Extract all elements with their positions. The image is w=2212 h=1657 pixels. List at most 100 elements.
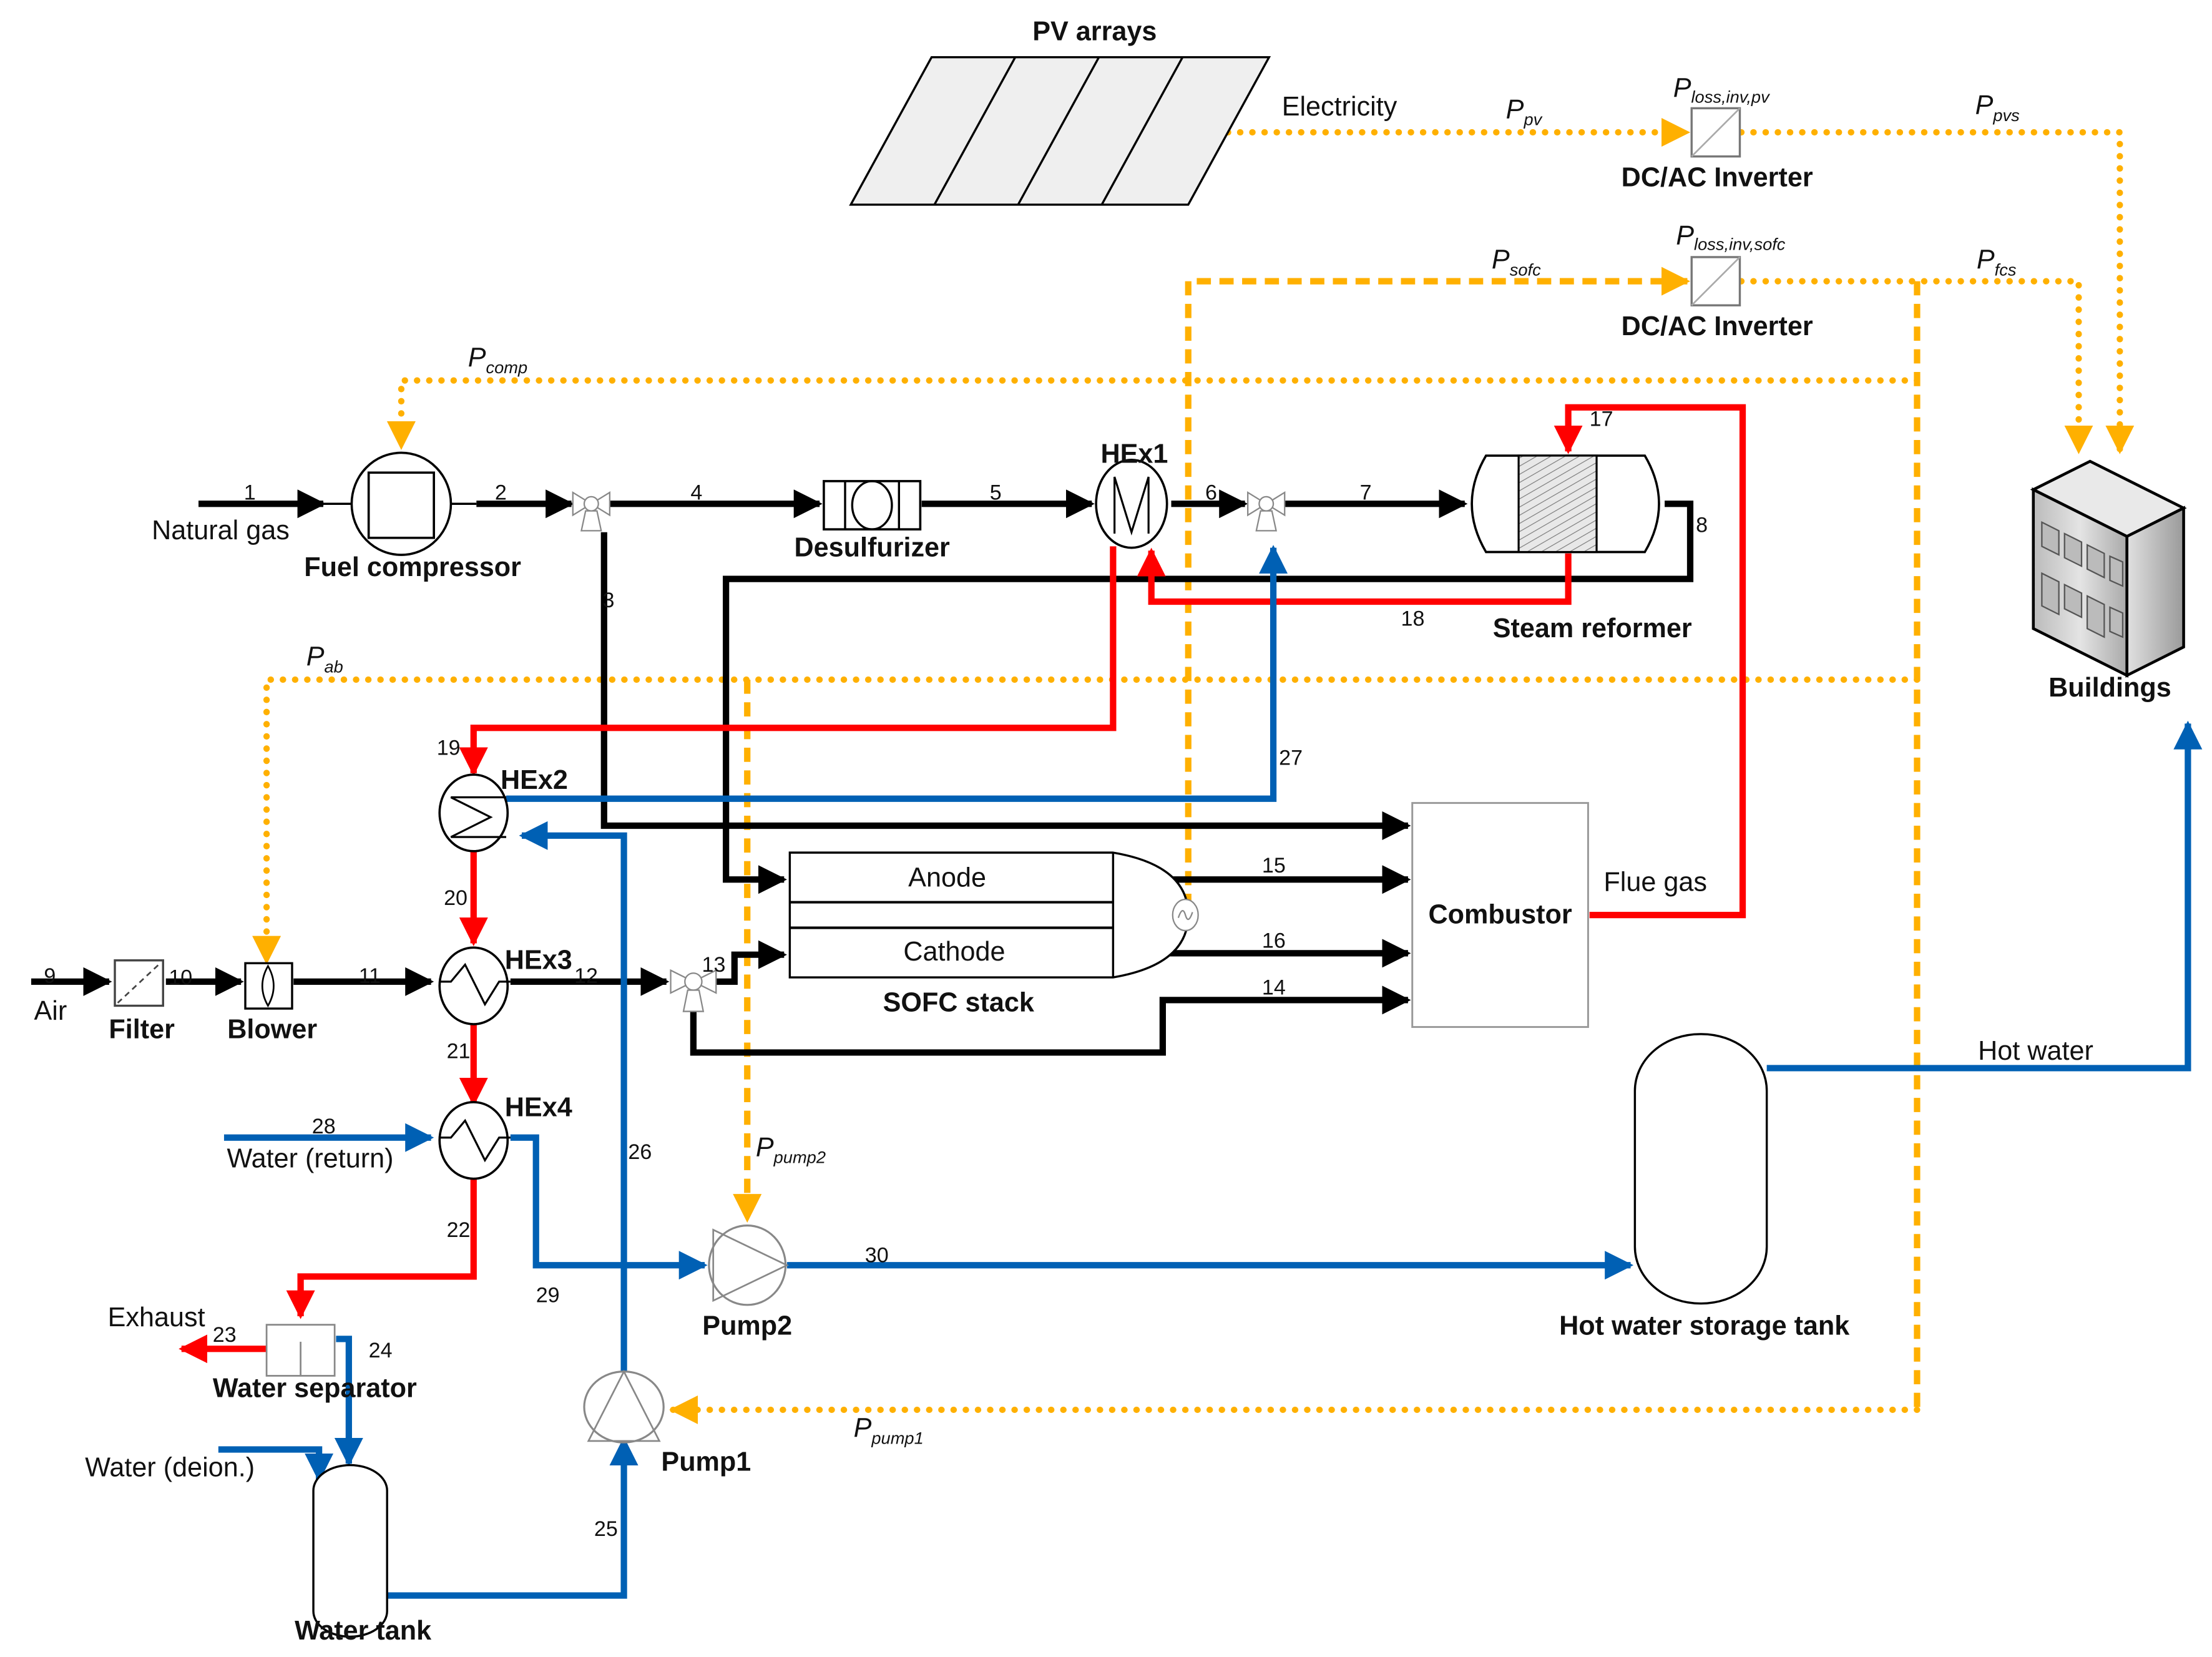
pump1-label: Pump1	[661, 1447, 751, 1477]
stream-25	[387, 1437, 639, 1599]
desulfurizer-bed	[851, 480, 893, 530]
pv-cell-divider	[933, 56, 1017, 205]
stream-numbers: 1 2 3 4 5 6 7 8 9 10 11 12 13 14 15 16 1…	[44, 407, 1708, 1541]
stream-number: 21	[447, 1040, 471, 1063]
water-tank[interactable]: Water tank	[295, 1464, 432, 1646]
pump2-body	[708, 1224, 787, 1306]
inverter-sofc-label: DC/AC Inverter	[1622, 311, 1813, 341]
hex3-label: HEx3	[505, 945, 572, 975]
stream-3	[600, 532, 1411, 840]
blower-label: Blower	[227, 1015, 317, 1045]
stream-number: 19	[437, 736, 461, 760]
stream-24	[334, 1336, 363, 1467]
water-tank-body	[312, 1464, 388, 1638]
blower[interactable]: Blower	[227, 962, 317, 1045]
p-pv-label: Ppv	[1506, 94, 1543, 129]
stream-number: 15	[1262, 854, 1286, 877]
mixer-valve[interactable]	[1247, 491, 1286, 532]
combustor-label: Combustor	[1428, 900, 1572, 930]
stream-17	[1554, 404, 1746, 919]
sofc-stack[interactable]: Anode Cathode SOFC stack	[788, 851, 1199, 1018]
steam-reformer[interactable]: Steam reformer	[1471, 454, 1692, 643]
valve-hub	[684, 972, 703, 991]
p-sofc-label: Psofc	[1492, 245, 1541, 279]
stream-13	[716, 940, 787, 985]
pv-arrays[interactable]: PV arrays	[849, 16, 1271, 206]
hot-water-line	[1766, 720, 2203, 1072]
inverter-sofc-to-buildings-line	[1738, 278, 2093, 455]
dc-ac-inverter-sofc[interactable]: DC/AC Inverter	[1622, 256, 1813, 341]
hex2-coil	[450, 796, 507, 838]
stream-number: 4	[690, 481, 702, 504]
combustor[interactable]: Combustor	[1411, 802, 1589, 1029]
compressor-body	[350, 451, 453, 556]
hex3-coil	[439, 962, 511, 1007]
stream-number: 13	[702, 953, 726, 977]
hex2[interactable]: HEx2	[438, 765, 568, 853]
pump1[interactable]: Pump1	[583, 1369, 751, 1477]
pump2[interactable]: Pump2	[702, 1224, 792, 1341]
stream-number: 26	[628, 1140, 652, 1164]
air-label: Air	[34, 996, 67, 1026]
water-return-label: Water (return)	[227, 1143, 393, 1173]
hot-water-tank-body	[1633, 1033, 1768, 1305]
filter[interactable]: Filter	[109, 959, 175, 1045]
p-pump1-label: Ppump1	[854, 1413, 924, 1447]
hex4[interactable]: HEx4	[438, 1093, 572, 1180]
building-windows-icon	[2041, 521, 2124, 638]
stream-number: 28	[312, 1115, 336, 1138]
natural-gas-label: Natural gas	[152, 516, 290, 545]
splitter-valve-1[interactable]	[572, 491, 611, 532]
valve-hub	[1258, 496, 1275, 512]
water-separator-label: Water separator	[213, 1373, 417, 1403]
stream-number: 27	[1279, 746, 1303, 770]
sofc-to-inverter-line	[1185, 266, 1691, 908]
p-ab-label: Pab	[306, 642, 343, 676]
splitter-valve-2[interactable]	[670, 969, 717, 1012]
hex2-body	[438, 773, 509, 853]
p-loss-inv-sofc-label: Ploss,inv,sofc	[1676, 221, 1786, 254]
stream-number: 5	[990, 481, 1002, 504]
ac-wave-icon	[1177, 910, 1193, 921]
hex4-body	[438, 1101, 509, 1180]
pv-cell-divider	[1017, 56, 1100, 205]
hot-gas-streams	[179, 404, 1746, 1364]
stream-number: 22	[447, 1218, 471, 1242]
stream-number: 29	[536, 1283, 560, 1307]
combustor-body	[1411, 802, 1589, 1029]
exhaust-label: Exhaust	[108, 1303, 205, 1332]
pv-panel-frame	[849, 56, 1271, 206]
stream-number: 12	[574, 964, 598, 988]
valve-stem	[682, 989, 705, 1012]
sofc-stack-label: SOFC stack	[883, 988, 1035, 1018]
pump2-impeller-icon	[712, 1228, 789, 1303]
hex3[interactable]: HEx3	[438, 945, 572, 1025]
pv-cell-divider	[1100, 56, 1184, 205]
stream-number: 2	[495, 481, 507, 504]
water-streams	[218, 545, 2203, 1599]
electricity-label: Electricity	[1282, 92, 1397, 122]
stream-number: 23	[213, 1323, 237, 1347]
buildings[interactable]: Buildings	[2030, 459, 2187, 703]
flue-gas-label: Flue gas	[1603, 867, 1707, 897]
water-deion-label: Water (deion.)	[85, 1453, 255, 1483]
reformer-catalyst	[1517, 454, 1598, 554]
hot-water-storage-tank[interactable]: Hot water storage tank	[1559, 1033, 1850, 1341]
inverter-pv-label: DC/AC Inverter	[1622, 162, 1813, 192]
valve-hub	[583, 496, 599, 512]
desulfurizer[interactable]: Desulfurizer	[794, 480, 950, 562]
p-fcs-label: Pfcs	[1977, 245, 2017, 279]
hex1-coil	[1113, 476, 1150, 536]
stream-number: 1	[244, 481, 256, 504]
water-separator[interactable]: Water separator	[213, 1324, 417, 1404]
hex4-label: HEx4	[505, 1093, 572, 1123]
dc-ac-inverter-pv[interactable]: DC/AC Inverter	[1622, 107, 1813, 192]
compressor-inner	[367, 471, 435, 539]
fuel-compressor[interactable]: Fuel compressor	[304, 451, 521, 582]
hex1[interactable]: HEx1	[1095, 439, 1168, 549]
stream-number: 10	[169, 965, 192, 989]
stream-27	[506, 545, 1288, 802]
p-pvs-label: Ppvs	[1975, 90, 2020, 125]
p-ab-line	[252, 676, 1921, 965]
